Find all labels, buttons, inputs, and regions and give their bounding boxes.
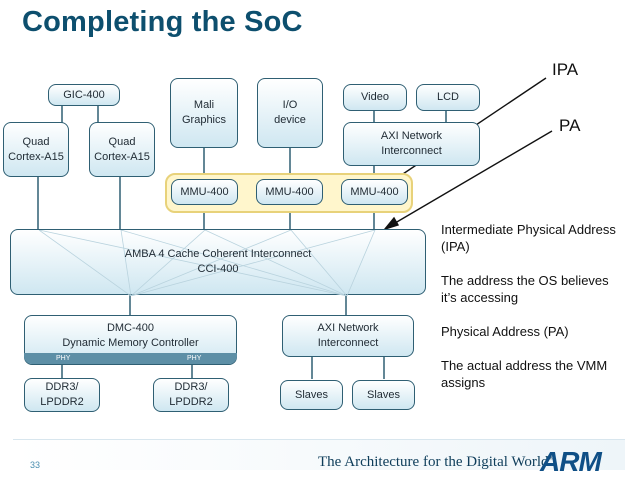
footer-tagline: The Architecture for the Digital World® bbox=[318, 454, 554, 471]
dmc-line2: Dynamic Memory Controller bbox=[62, 337, 199, 349]
annotation-line: (IPA) bbox=[441, 239, 470, 254]
axi-bottom-line1: AXI Network bbox=[317, 322, 379, 335]
slaves-box-left: Slaves bbox=[280, 380, 343, 410]
slaves-right-label: Slaves bbox=[366, 388, 401, 401]
phy-bar bbox=[24, 353, 237, 364]
ipa-arrow-label: IPA bbox=[552, 60, 579, 79]
annotation-spacer bbox=[441, 255, 637, 272]
ddr-left-line2: LPDDR2 bbox=[40, 396, 84, 408]
annotation-spacer bbox=[441, 340, 637, 357]
arm-logo: ARM bbox=[540, 446, 602, 477]
axi-bottom-line2: Interconnect bbox=[317, 337, 379, 349]
cci-400-interconnect: AMBA 4 Cache Coherent Interconnect CCI-4… bbox=[10, 229, 426, 296]
io-line1: I/O bbox=[282, 99, 298, 112]
io-line2: device bbox=[274, 114, 306, 126]
annotation-spacer bbox=[441, 306, 637, 323]
io-device-box: I/O device bbox=[257, 78, 323, 148]
ddr-right-line2: LPDDR2 bbox=[169, 396, 213, 408]
axi-interconnect-top: AXI Network Interconnect bbox=[343, 122, 480, 166]
ddr-left-line1: DDR3/ bbox=[45, 381, 79, 394]
mali-graphics-box: Mali Graphics bbox=[170, 78, 238, 148]
annotation-text: Intermediate Physical Address (IPA) The … bbox=[441, 221, 637, 391]
mmu-400-box-2: MMU-400 bbox=[256, 179, 323, 205]
mmu-label-3: MMU-400 bbox=[350, 185, 399, 198]
annotation-line: Physical Address (PA) bbox=[441, 324, 569, 339]
ddr-right-line1: DDR3/ bbox=[174, 381, 208, 394]
gic-label: GIC-400 bbox=[63, 88, 105, 101]
ddr-box-left: DDR3/ LPDDR2 bbox=[24, 378, 100, 412]
mmu-label-1: MMU-400 bbox=[180, 185, 229, 198]
page-number: 33 bbox=[30, 460, 41, 470]
cpu-right-line2: Cortex-A15 bbox=[94, 150, 150, 163]
slaves-box-right: Slaves bbox=[352, 380, 415, 410]
annotation-line: The actual address the VMM bbox=[441, 358, 608, 373]
gic-400-box: GIC-400 bbox=[48, 84, 120, 106]
axi-interconnect-bottom: AXI Network Interconnect bbox=[282, 315, 414, 357]
cpu-left-line1: Quad bbox=[22, 135, 50, 148]
cci-line1: AMBA 4 Cache Coherent Interconnect bbox=[124, 248, 312, 261]
slaves-left-label: Slaves bbox=[294, 388, 329, 401]
mmu-400-box-3: MMU-400 bbox=[341, 179, 408, 205]
cci-line2: CCI-400 bbox=[197, 263, 239, 275]
cpu-left-line2: Cortex-A15 bbox=[8, 150, 64, 163]
cpu-cluster-left: Quad Cortex-A15 bbox=[3, 122, 69, 177]
annotation-line: it’s accessing bbox=[441, 290, 519, 305]
phy-label-left: PHY bbox=[56, 355, 71, 362]
slide-title: Completing the SoC bbox=[22, 6, 303, 38]
pa-arrow-label: PA bbox=[559, 116, 581, 135]
dmc-line1: DMC-400 bbox=[106, 322, 155, 335]
cci-crossbar-lines bbox=[38, 230, 376, 296]
footer-tagline-tm: ® bbox=[548, 454, 554, 462]
footer-band bbox=[13, 439, 625, 470]
footer-tagline-text: The Architecture for the Digital World bbox=[318, 454, 549, 470]
cpu-right-line1: Quad bbox=[108, 135, 136, 148]
annotation-line: assigns bbox=[441, 375, 486, 390]
video-label: Video bbox=[361, 91, 389, 104]
axi-top-line2: Interconnect bbox=[381, 145, 442, 157]
ddr-box-right: DDR3/ LPDDR2 bbox=[153, 378, 229, 412]
annotation-line: Intermediate Physical Address bbox=[441, 222, 616, 237]
lcd-box: LCD bbox=[416, 84, 480, 111]
phy-label-right: PHY bbox=[187, 355, 202, 362]
mmu-400-box-1: MMU-400 bbox=[171, 179, 238, 205]
video-box: Video bbox=[343, 84, 407, 111]
annotation-line: The address the OS believes bbox=[441, 273, 609, 288]
cpu-cluster-right: Quad Cortex-A15 bbox=[89, 122, 155, 177]
mali-line2: Graphics bbox=[181, 114, 227, 126]
mmu-label-2: MMU-400 bbox=[265, 185, 314, 198]
lcd-label: LCD bbox=[436, 91, 459, 104]
mali-line1: Mali bbox=[193, 99, 215, 112]
axi-top-line1: AXI Network bbox=[380, 130, 443, 143]
